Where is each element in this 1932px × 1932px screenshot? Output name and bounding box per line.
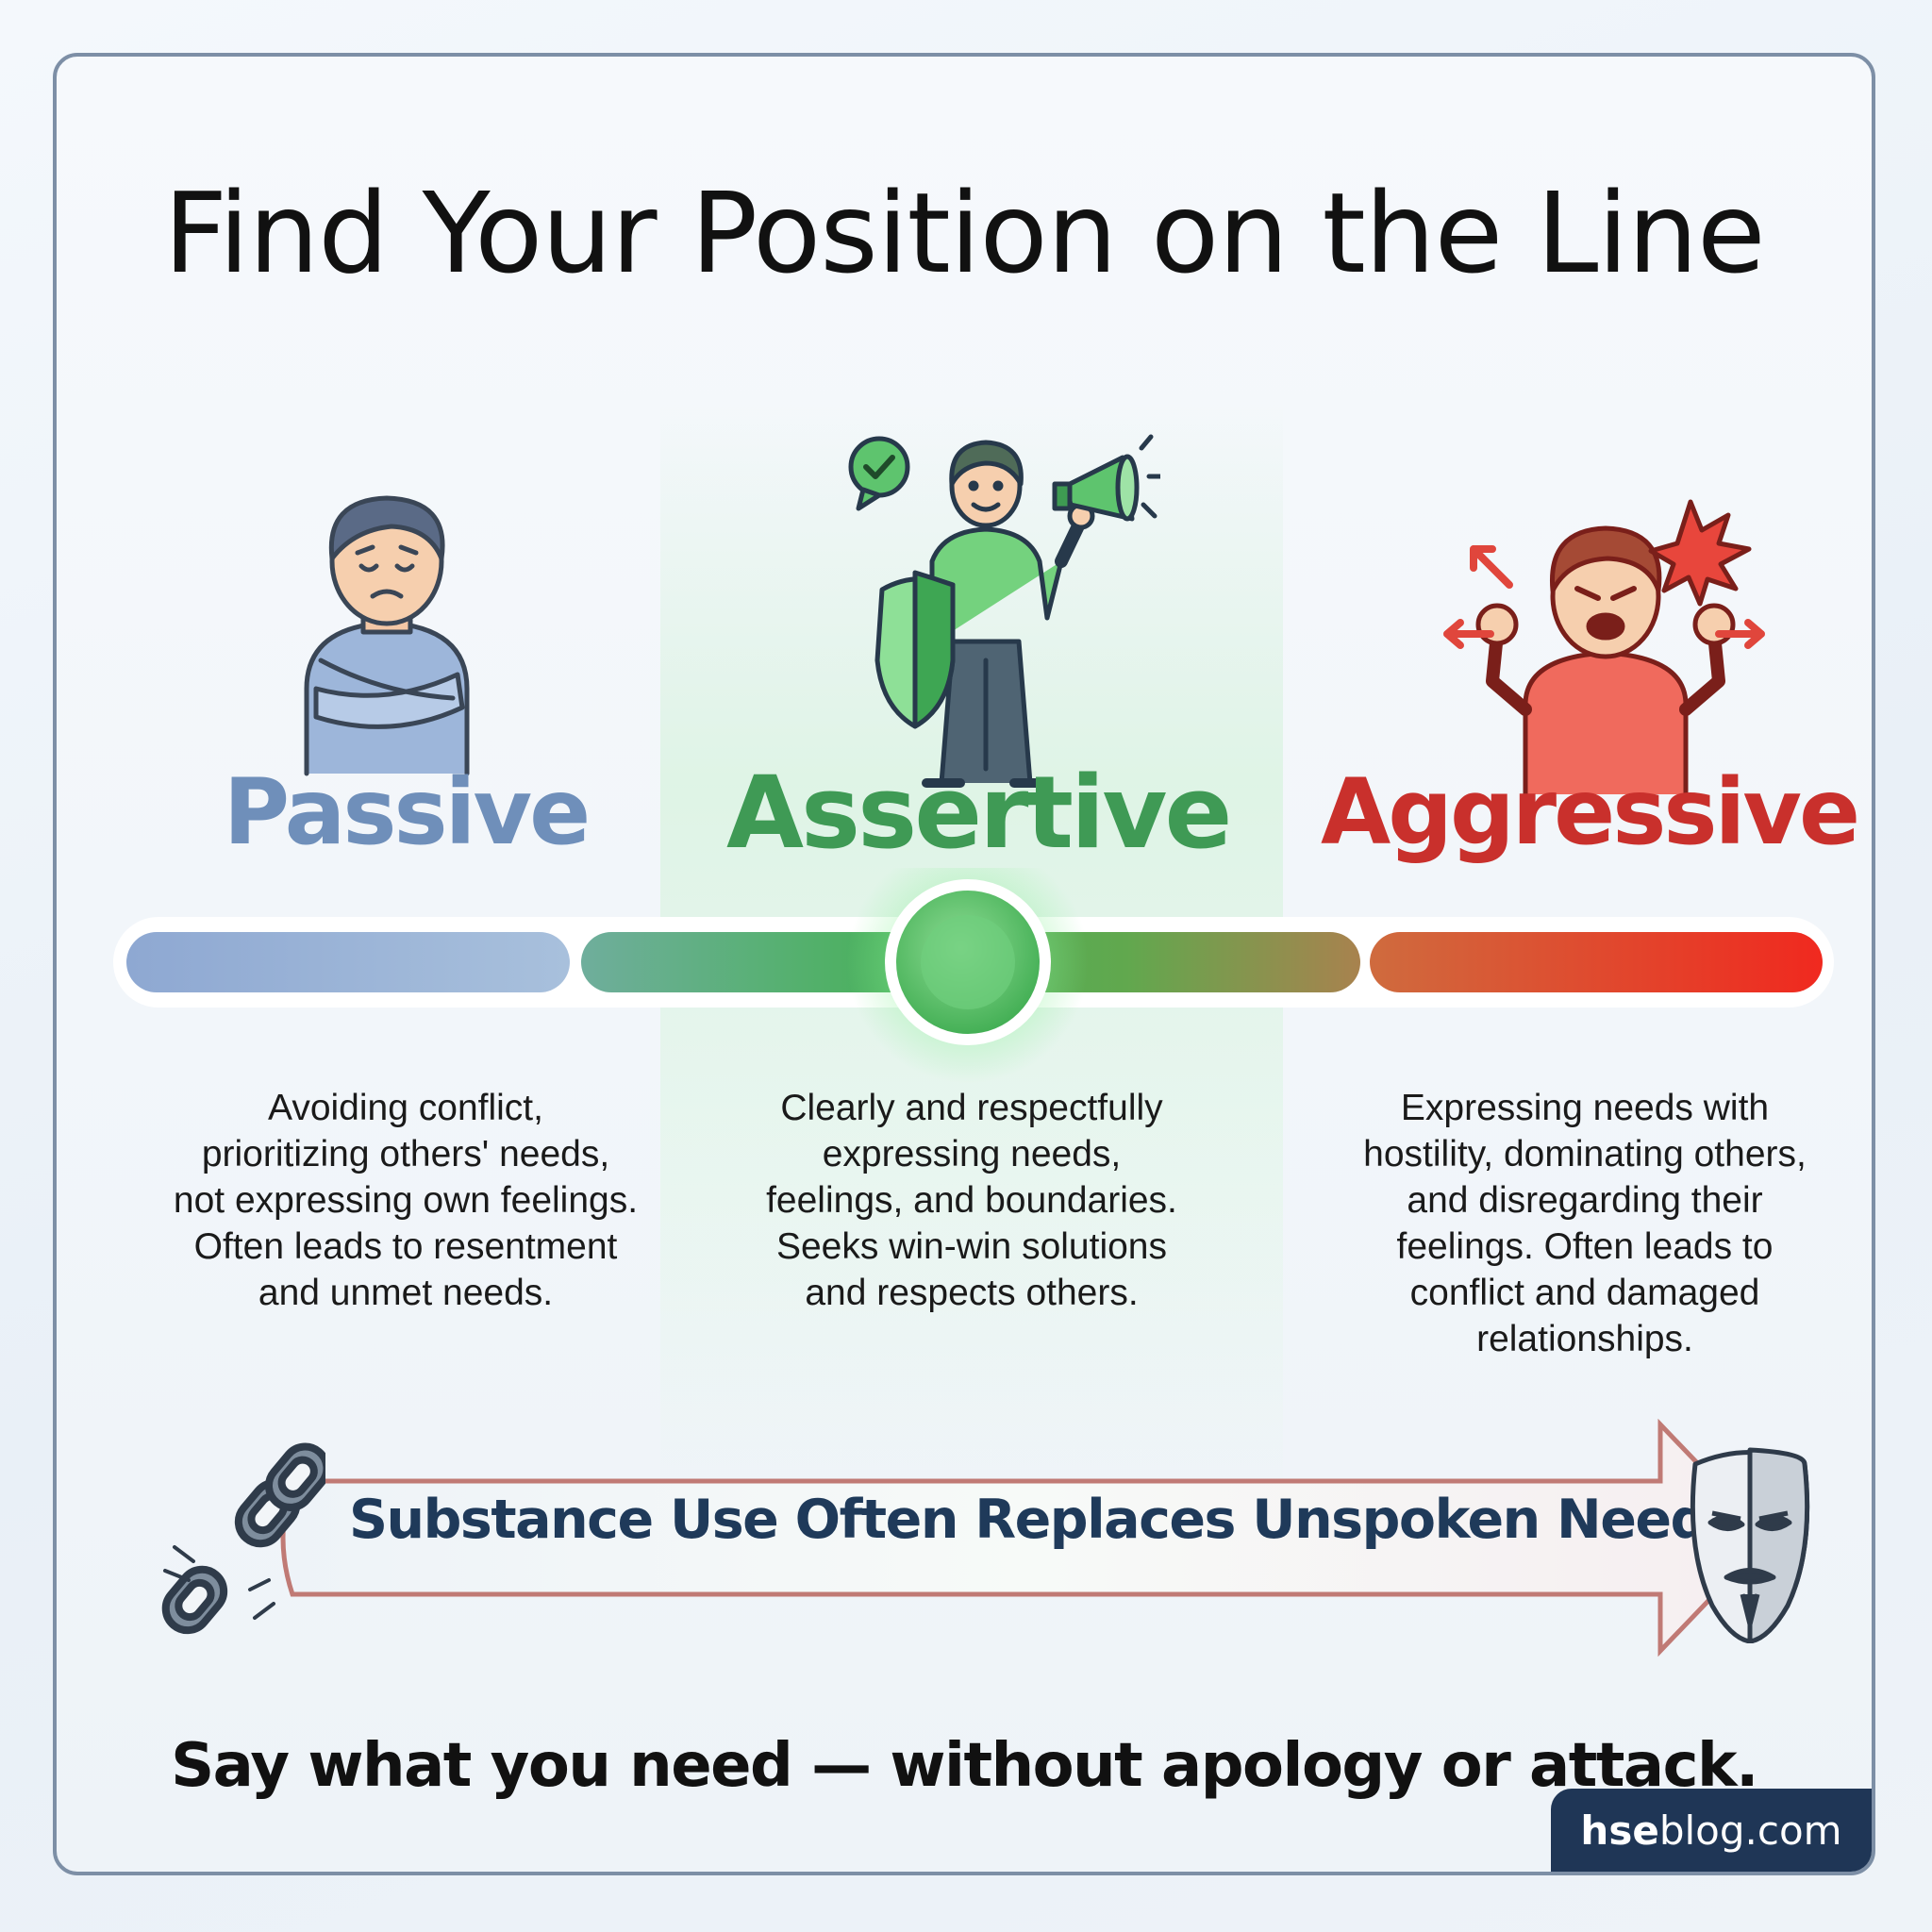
page-title: Find Your Position on the Line	[163, 168, 1765, 298]
assertive-person-icon	[848, 434, 1160, 788]
mask-icon	[1690, 1447, 1810, 1643]
banner-text: Substance Use Often Replaces Unspoken Ne…	[349, 1489, 1740, 1551]
aggressive-person-icon	[1443, 499, 1765, 797]
brand-bold: hse	[1580, 1807, 1659, 1854]
description-aggressive: Expressing needs with hostility, dominat…	[1363, 1088, 1807, 1359]
label-passive: Passive	[223, 759, 591, 865]
brand-rest: blog.com	[1658, 1807, 1842, 1854]
label-assertive: Assertive	[726, 755, 1232, 871]
broken-chain-icon	[161, 1442, 325, 1635]
spectrum-line	[113, 868, 1834, 1083]
description-assertive: Clearly and respectfully expressing need…	[766, 1088, 1177, 1313]
tagline: Say what you need — without apology or a…	[171, 1731, 1758, 1801]
label-aggressive: Aggressive	[1321, 759, 1860, 865]
passive-person-icon	[304, 495, 470, 776]
infographic-card: Find Your Position on the Line	[53, 53, 1875, 1875]
description-passive: Avoiding conflict, prioritizing others' …	[173, 1088, 639, 1313]
